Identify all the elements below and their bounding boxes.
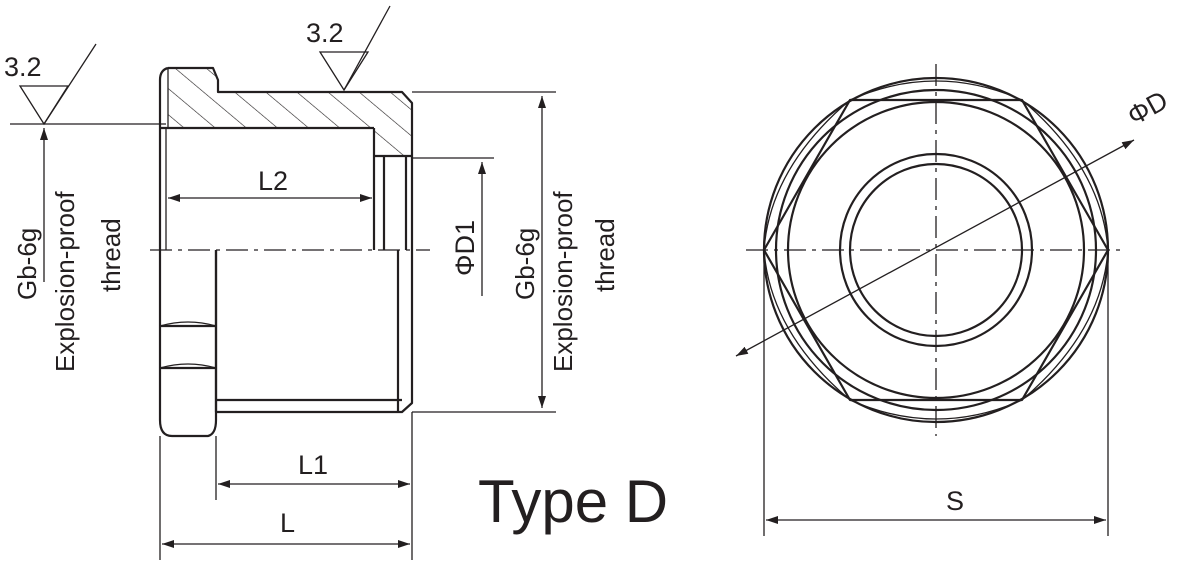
section-hatch <box>168 68 412 156</box>
hex-head-lower <box>158 250 218 438</box>
svg-text:3.2: 3.2 <box>4 52 42 82</box>
dim-d-label: ΦD <box>1122 85 1172 131</box>
thread-label-right-2: Explosion-proof <box>548 191 578 372</box>
dim-l2-label: L2 <box>258 166 288 196</box>
dim-d-line <box>735 139 1135 357</box>
thread-label-left-3: thread <box>96 218 126 292</box>
dim-s-label: S <box>946 486 964 516</box>
end-view: ΦD S <box>735 64 1173 536</box>
dim-d1-label: ΦD1 <box>450 220 480 276</box>
hex-head-upper <box>158 66 169 250</box>
side-section-view: 3.2 3.2 Gb-6g Explosion-proof thread <box>4 5 620 560</box>
roughness-symbol-left: 3.2 <box>4 43 97 126</box>
thread-label-left: Gb-6g <box>12 228 42 300</box>
svg-text:3.2: 3.2 <box>306 18 344 48</box>
dim-l-label: L <box>280 508 295 538</box>
thread-label-right: Gb-6g <box>510 228 540 300</box>
thread-body-lower <box>214 250 414 414</box>
dim-l1-label: L1 <box>298 450 328 480</box>
body-outline-upper <box>168 66 414 250</box>
figure-title: Type D <box>478 468 668 535</box>
roughness-symbol-top: 3.2 <box>306 5 391 92</box>
thread-label-left-2: Explosion-proof <box>50 191 80 372</box>
thread-label-right-3: thread <box>590 218 620 292</box>
